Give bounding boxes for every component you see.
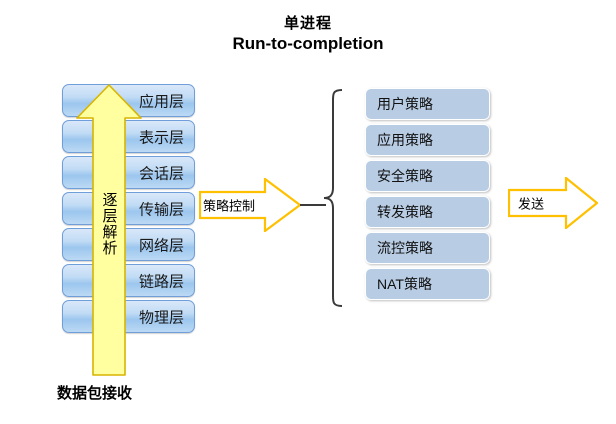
- osi-layer-label: 网络层: [138, 237, 184, 254]
- page-title-en: Run-to-completion: [232, 34, 384, 53]
- osi-layer-label: 传输层: [138, 201, 184, 218]
- up-arrow-icon: 逐层解析: [75, 84, 143, 376]
- policy-item-label: 转发策略: [377, 204, 433, 220]
- policy-list: 用户策略 应用策略 安全策略 转发策略 流控策略 NAT策略: [365, 88, 490, 304]
- policy-item-label: 应用策略: [377, 132, 433, 148]
- osi-layer-label: 会话层: [138, 165, 184, 182]
- policy-item-label: 用户策略: [377, 96, 433, 112]
- osi-layer-label: 表示层: [138, 129, 184, 146]
- osi-layer-transport[interactable]: 传输层: [62, 192, 195, 225]
- send-arrow-icon[interactable]: 发送: [507, 175, 599, 231]
- policy-item-nat[interactable]: NAT策略: [365, 268, 490, 300]
- osi-layer-network[interactable]: 网络层: [62, 228, 195, 261]
- up-arrow-label: 逐层解析: [100, 192, 118, 256]
- osi-layer-label: 应用层: [138, 93, 184, 110]
- policy-item-forwarding[interactable]: 转发策略: [365, 196, 490, 228]
- policy-control-arrow-icon[interactable]: 策略控制: [198, 176, 302, 234]
- policy-control-arrow-label: 策略控制: [203, 198, 256, 214]
- policy-item-user[interactable]: 用户策略: [365, 88, 490, 120]
- policy-item-label: NAT策略: [377, 276, 432, 292]
- osi-layer-presentation[interactable]: 表示层: [62, 120, 195, 153]
- osi-layer-stack: 应用层 表示层 会话层 传输层 网络层 链路层 物理层: [62, 84, 195, 336]
- osi-layer-session[interactable]: 会话层: [62, 156, 195, 189]
- policy-item-label: 流控策略: [377, 240, 433, 256]
- policy-item-application[interactable]: 应用策略: [365, 124, 490, 156]
- osi-layer-physical[interactable]: 物理层: [62, 300, 195, 333]
- policy-item-traffic-control[interactable]: 流控策略: [365, 232, 490, 264]
- packet-receive-caption: 数据包接收: [57, 385, 133, 402]
- osi-layer-label: 物理层: [138, 309, 184, 326]
- policy-item-security[interactable]: 安全策略: [365, 160, 490, 192]
- osi-layer-datalink[interactable]: 链路层: [62, 264, 195, 297]
- send-arrow-label: 发送: [518, 196, 545, 212]
- page-title-cn: 单进程: [283, 15, 332, 32]
- curly-brace: [322, 88, 344, 308]
- osi-layer-label: 链路层: [138, 273, 184, 290]
- policy-item-label: 安全策略: [377, 168, 433, 184]
- arrow-brace-connector: [300, 204, 326, 206]
